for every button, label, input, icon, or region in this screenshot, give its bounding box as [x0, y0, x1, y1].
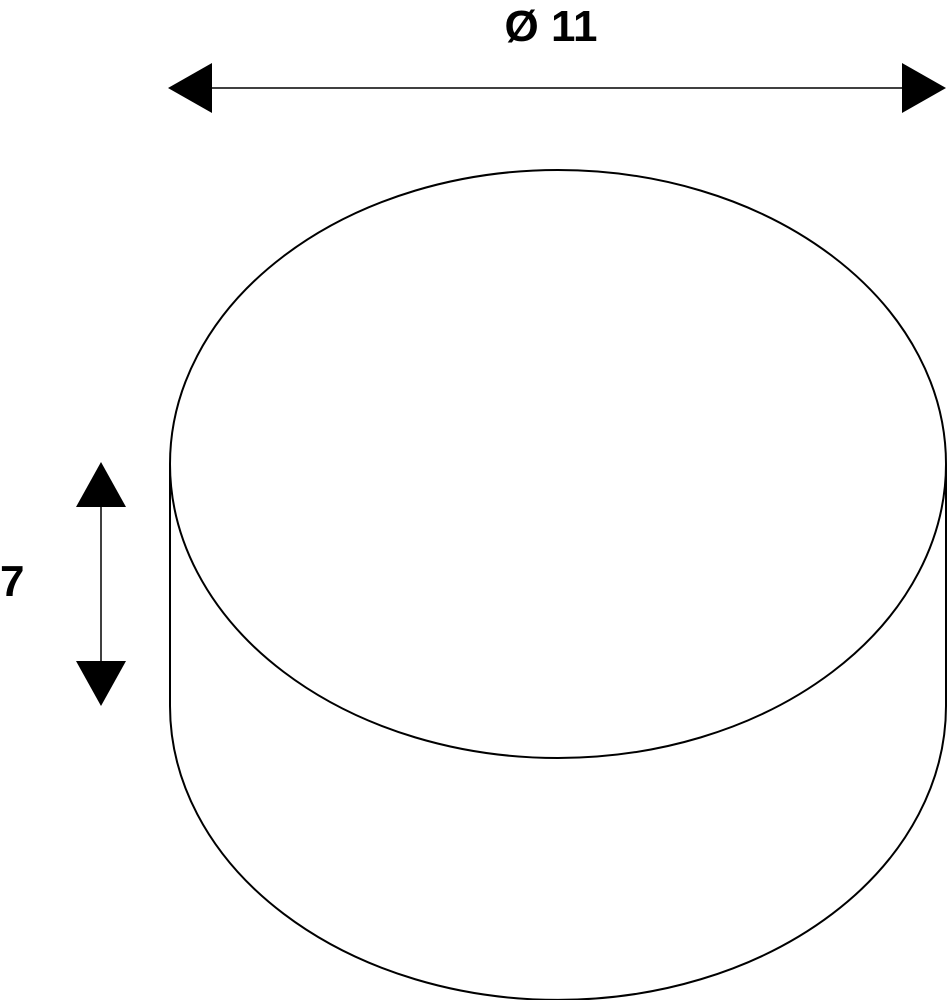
cylinder-side-and-bottom — [169, 464, 947, 1000]
diameter-arrow-left-icon — [168, 63, 212, 113]
cylinder-outline — [169, 169, 947, 1000]
height-label: 7 — [0, 557, 24, 606]
height-arrow-down-icon — [76, 661, 126, 706]
height-dimension: 7 — [0, 462, 126, 706]
height-arrow-up-icon — [76, 462, 126, 507]
cylinder-top-face — [169, 169, 947, 759]
diameter-label: Ø 11 — [505, 2, 598, 51]
diameter-dimension: Ø 11 — [168, 2, 946, 113]
diameter-arrow-right-icon — [902, 63, 946, 113]
